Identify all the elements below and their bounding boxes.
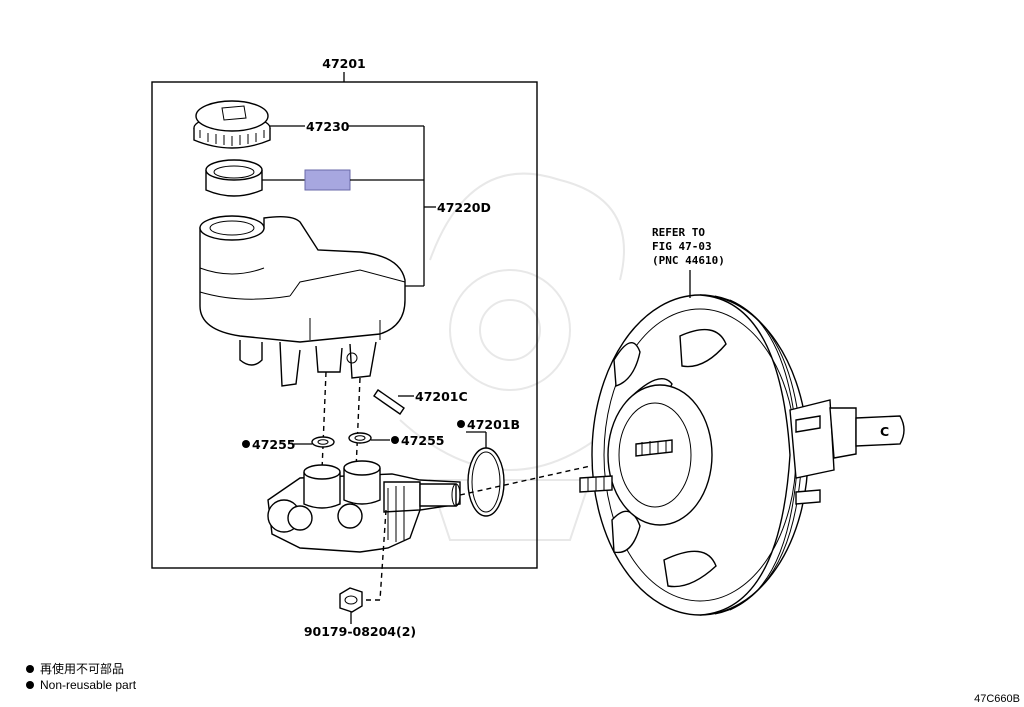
highlighted-part-box[interactable] <box>304 169 351 191</box>
legend-japanese-text: 再使用不可部品 <box>40 662 125 676</box>
pin-part-label[interactable]: 47201C <box>415 389 468 404</box>
flange-nut[interactable] <box>339 587 363 613</box>
reference-line-2[interactable]: FIG 47-03 <box>652 240 712 253</box>
reservoir-strainer[interactable] <box>205 159 263 197</box>
brake-booster[interactable] <box>579 294 809 616</box>
legend-english-text: Non-reusable part <box>40 678 137 692</box>
nut-part-label[interactable]: 90179-08204(2) <box>304 624 416 639</box>
bullet-icon <box>26 665 34 673</box>
non-reusable-marker-oring <box>457 420 465 428</box>
grommet-right[interactable] <box>348 432 372 444</box>
non-reusable-marker-right <box>391 436 399 444</box>
reservoir-cap[interactable] <box>193 100 271 149</box>
grommet-left[interactable] <box>311 436 335 448</box>
o-ring[interactable] <box>467 447 505 517</box>
o-ring-part-label[interactable]: 47201B <box>467 417 520 432</box>
master-cylinder-body[interactable] <box>267 460 461 553</box>
bullet-icon <box>26 681 34 689</box>
reference-line-3[interactable]: (PNC 44610) <box>652 254 725 267</box>
legend: 再使用不可部品 Non-reusable part <box>26 661 136 693</box>
grommet-right-label[interactable]: 47255 <box>401 433 445 448</box>
figure-code: 47C660B <box>974 693 1020 705</box>
reservoir-set-label[interactable]: 47220D <box>437 200 491 215</box>
grommet-left-label[interactable]: 47255 <box>252 437 296 452</box>
non-reusable-marker-left <box>242 440 250 448</box>
legend-row-japanese: 再使用不可部品 <box>26 661 136 677</box>
legend-row-english: Non-reusable part <box>26 677 136 693</box>
reference-line-1[interactable]: REFER TO <box>652 226 705 239</box>
clevis-letter-mark: C <box>880 424 889 439</box>
reservoir-pin[interactable] <box>373 389 405 415</box>
cap-part-label[interactable]: 47230 <box>306 119 350 134</box>
assembly-number-label[interactable]: 47201 <box>322 56 366 71</box>
brake-fluid-reservoir[interactable] <box>199 215 406 387</box>
booster-push-rod[interactable]: C <box>789 399 905 505</box>
